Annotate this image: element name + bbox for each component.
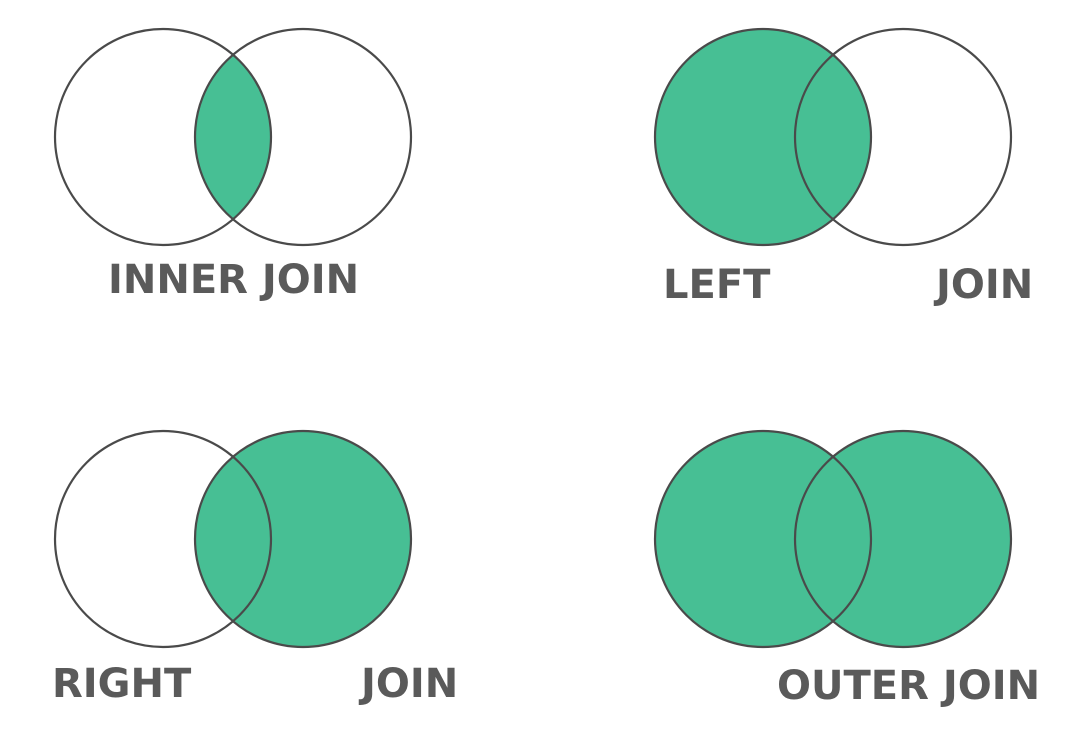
outer-join-right-circle-fill	[795, 431, 1011, 647]
left-join-right-circle	[793, 27, 1013, 247]
inner-join-diagram: INNER JOIN	[53, 27, 413, 303]
left-join-label-left: LEFT	[663, 262, 771, 308]
inner-join-intersection-fill	[195, 29, 271, 245]
inner-join-right-circle	[193, 27, 413, 247]
right-join-right-circle	[193, 429, 413, 649]
inner-join-label: INNER JOIN	[108, 257, 359, 303]
right-join-label-right: JOIN	[358, 661, 458, 707]
inner-join-left-circle	[53, 27, 273, 247]
right-join-left-circle	[53, 429, 273, 649]
left-join-diagram: LEFT JOIN	[653, 27, 1033, 308]
left-join-left-circle	[653, 27, 873, 247]
right-join-label-left: RIGHT	[52, 661, 192, 707]
right-join-diagram: RIGHT JOIN	[52, 429, 458, 707]
outer-join-label: OUTER JOIN	[777, 663, 1040, 709]
left-join-left-circle-fill	[655, 29, 871, 245]
outer-join-left-circle	[653, 429, 873, 649]
left-join-label-right: JOIN	[933, 262, 1033, 308]
outer-join-diagram: OUTER JOIN	[653, 429, 1040, 709]
right-join-right-circle-fill	[195, 431, 411, 647]
outer-join-right-circle	[793, 429, 1013, 649]
